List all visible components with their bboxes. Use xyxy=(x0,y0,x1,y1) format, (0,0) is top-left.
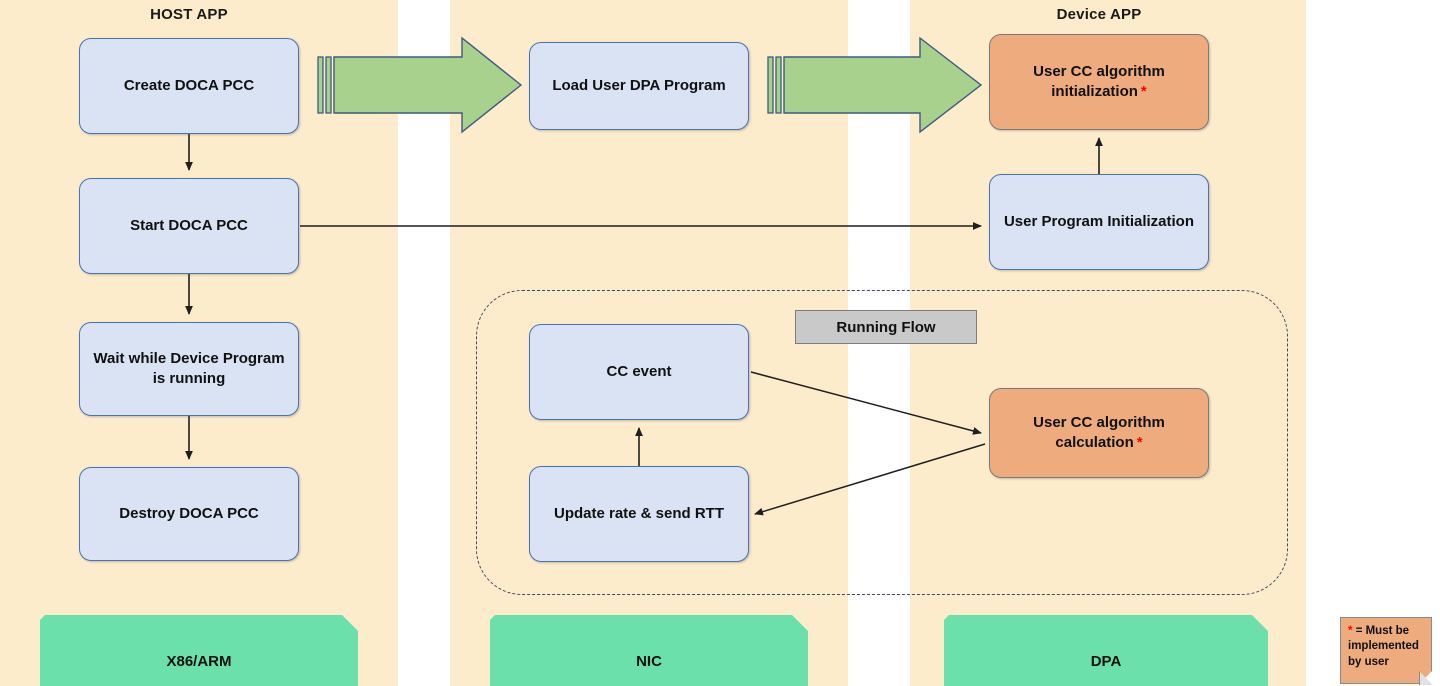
node-wait-while-device-program-running[interactable]: Wait while Device Program is running xyxy=(79,322,299,416)
running-flow-label: Running Flow xyxy=(795,310,977,344)
node-label: User Program Initialization xyxy=(1003,212,1195,230)
node-load-user-dpa-program[interactable]: Load User DPA Program xyxy=(529,42,749,130)
lane-title-host-app: HOST APP xyxy=(150,6,228,23)
node-user-cc-algorithm-initialization[interactable]: User CC algorithm initialization* xyxy=(989,34,1209,130)
node-label: Wait while Device Program is running xyxy=(93,349,285,387)
node-label: CC event xyxy=(606,362,672,380)
node-label: Load User DPA Program xyxy=(552,76,726,94)
node-start-doca-pcc[interactable]: Start DOCA PCC xyxy=(79,178,299,274)
hardware-bar-nic: NIC xyxy=(490,615,808,686)
node-cc-event[interactable]: CC event xyxy=(529,324,749,420)
node-label: Create DOCA PCC xyxy=(123,76,255,94)
node-label: Destroy DOCA PCC xyxy=(119,504,259,522)
legend-marker-icon: * xyxy=(1348,625,1353,637)
node-label-wrap: User CC algorithm initialization* xyxy=(1000,62,1198,103)
required-marker-icon: * xyxy=(1140,83,1147,100)
hardware-label: NIC xyxy=(636,652,662,670)
node-update-rate-and-send-rtt[interactable]: Update rate & send RTT xyxy=(529,466,749,562)
node-label: User CC algorithm initialization xyxy=(1033,62,1165,100)
lane-title-device-app: Device APP xyxy=(1056,6,1142,23)
hardware-bar-dpa: DPA xyxy=(944,615,1268,686)
required-marker-icon: * xyxy=(1136,434,1143,451)
legend-text: = Must be implemented by user xyxy=(1348,625,1419,668)
legend-note: * = Must be implemented by user xyxy=(1340,617,1432,684)
node-destroy-doca-pcc[interactable]: Destroy DOCA PCC xyxy=(79,467,299,561)
node-user-program-initialization[interactable]: User Program Initialization xyxy=(989,174,1209,270)
node-label: Update rate & send RTT xyxy=(553,504,725,522)
node-label: Start DOCA PCC xyxy=(130,216,248,234)
hardware-label: X86/ARM xyxy=(166,652,232,670)
hardware-bar-x86-arm: X86/ARM xyxy=(40,615,358,686)
hardware-label: DPA xyxy=(1090,652,1122,670)
node-label-wrap: User CC algorithm calculation* xyxy=(1000,413,1198,454)
node-user-cc-algorithm-calculation[interactable]: User CC algorithm calculation* xyxy=(989,388,1209,478)
node-label: User CC algorithm calculation xyxy=(1033,413,1165,451)
node-create-doca-pcc[interactable]: Create DOCA PCC xyxy=(79,38,299,134)
